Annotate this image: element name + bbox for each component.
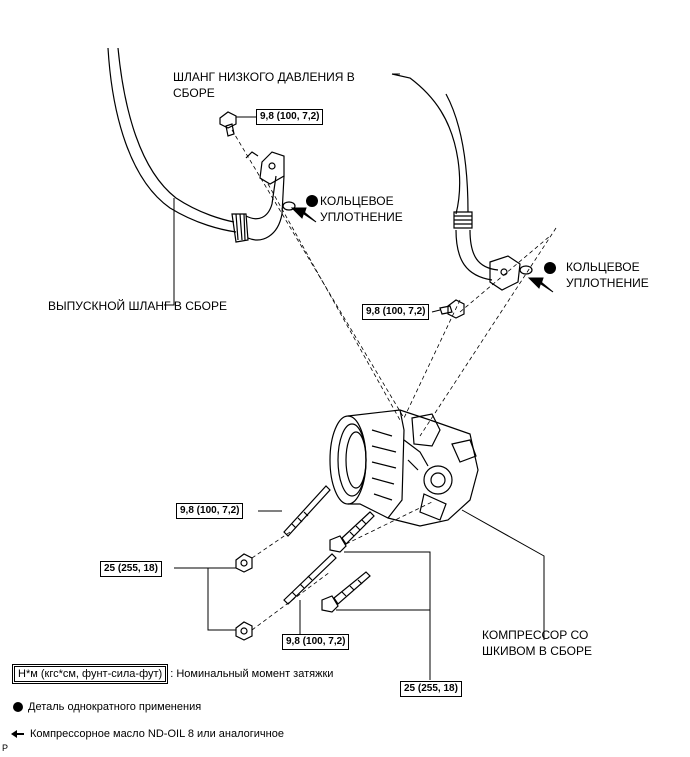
oring-right — [519, 265, 533, 275]
compressor-label-1: КОМПРЕССОР СО — [482, 628, 589, 642]
legend-units: Н*м (кгс*см, фунт-сила-фут): Номинальный… — [11, 664, 334, 684]
leader-lines — [164, 73, 545, 680]
stud-left — [283, 485, 331, 537]
oil-arrow-right — [527, 277, 554, 293]
nut-lower — [235, 621, 253, 641]
torque-box-right: 9,8 (100, 7,2) — [362, 304, 430, 320]
compressor-body — [329, 409, 479, 527]
low-pressure-hose — [391, 73, 521, 291]
stud-bottom — [283, 553, 337, 605]
nonreusable-dot-top — [306, 195, 318, 207]
torque-box-bottom-stud: 9,8 (100, 7,2) — [282, 634, 350, 650]
legend-oil: Компрессорное масло ND-OIL 8 или аналоги… — [30, 728, 284, 740]
torque-box-left-stud: 9,8 (100, 7,2) — [176, 503, 244, 519]
oring-top-label-1: КОЛЬЦЕВОЕ — [320, 194, 394, 208]
bolt-lower — [321, 571, 371, 613]
legend-dot-icon — [13, 702, 23, 712]
legend-unit-desc: : Номинальный момент затяжки — [170, 668, 334, 680]
legend-nonreusable: Деталь однократного применения — [28, 701, 202, 713]
bolt-top — [219, 111, 237, 137]
bolt-right — [439, 299, 465, 319]
discharge-hose — [107, 47, 285, 243]
bolt-upper — [329, 511, 375, 553]
markers — [11, 195, 556, 738]
low-pressure-hose-label-2: СБОРЕ — [173, 86, 215, 100]
nut-upper — [235, 553, 253, 573]
discharge-hose-label: ВЫПУСКНОЙ ШЛАНГ В СБОРЕ — [48, 299, 227, 313]
low-pressure-hose-label-1: ШЛАНГ НИЗКОГО ДАВЛЕНИЯ В — [173, 70, 355, 84]
oring-top-label-2: УПЛОТНЕНИЕ — [320, 210, 403, 224]
legend-arrow-icon — [11, 730, 24, 738]
torque-box-top: 9,8 (100, 7,2) — [256, 109, 324, 125]
oil-arrow-top — [290, 207, 317, 223]
oring-right-label-1: КОЛЬЦЕВОЕ — [566, 260, 640, 274]
torque-box-bottom-bolts: 25 (255, 18) — [400, 681, 462, 697]
nonreusable-dot-right — [544, 262, 556, 274]
oring-top — [282, 201, 296, 211]
compressor-label-2: ШКИВОМ В СБОРЕ — [482, 644, 592, 658]
legend-unit-box: Н*м (кгс*см, фунт-сила-фут) — [11, 664, 169, 684]
assembly-lines — [231, 129, 557, 631]
torque-box-nuts: 25 (255, 18) — [100, 561, 162, 577]
oring-right-label-2: УПЛОТНЕНИЕ — [566, 276, 649, 290]
corner-mark: P — [2, 743, 9, 753]
